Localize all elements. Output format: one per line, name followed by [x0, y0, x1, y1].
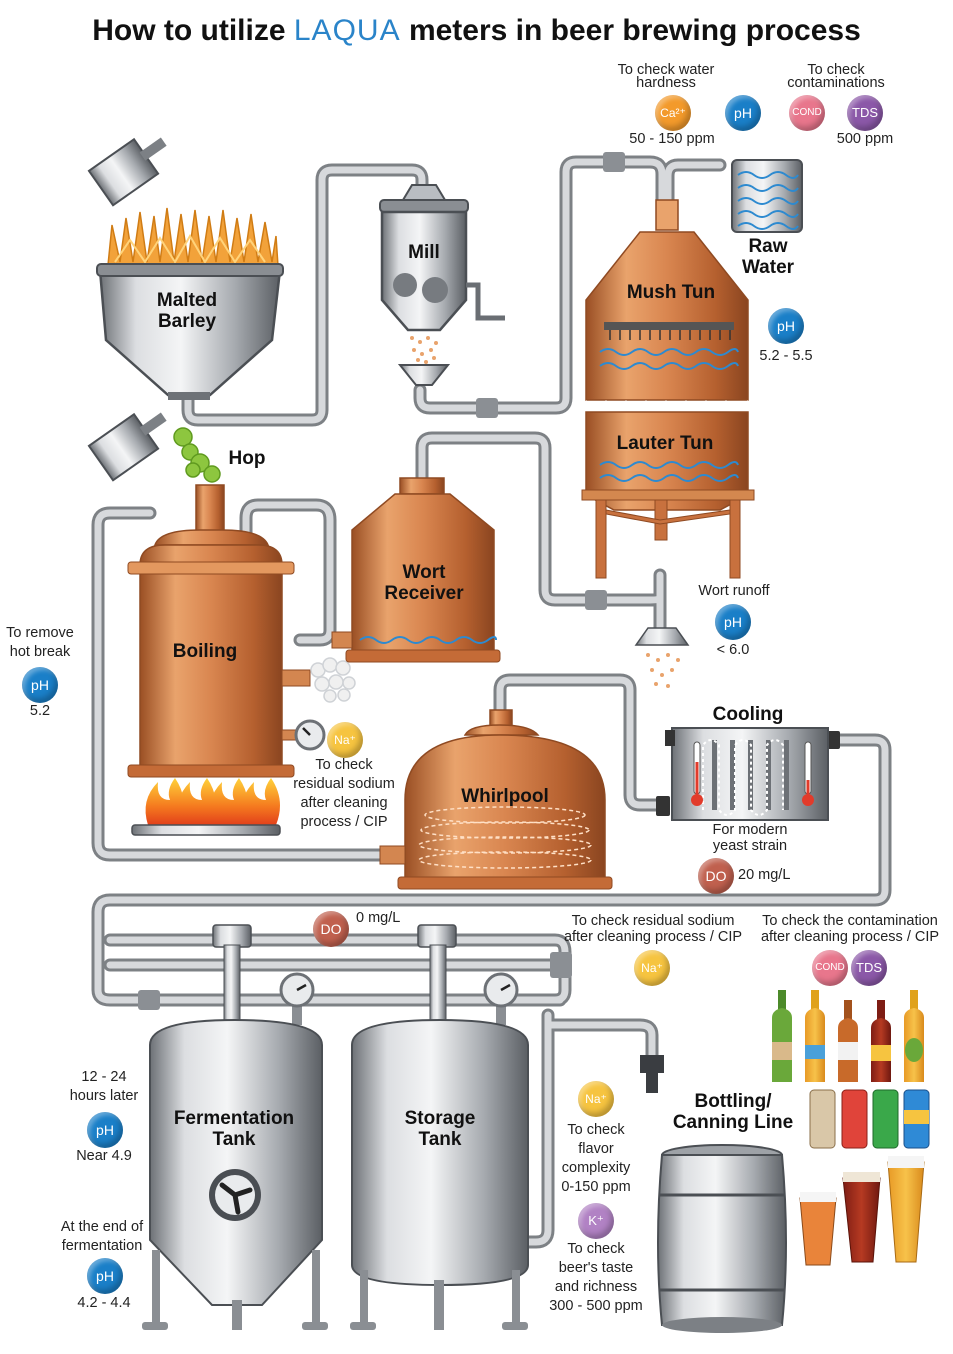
calcium-ion-icon: Ca²⁺	[655, 95, 691, 131]
mush-lauter-tun	[581, 199, 755, 688]
raw-water-tank	[731, 159, 803, 233]
hop-label: Hop	[228, 448, 266, 469]
conductivity-meter-icon: COND	[789, 95, 825, 131]
steam-bubbles-icon	[310, 657, 356, 703]
modern-yeast-note: For modern yeast strain	[712, 822, 788, 854]
sodium-ion-icon: Na⁺	[578, 1081, 614, 1117]
storage-tank-label: Storage Tank	[404, 1108, 476, 1150]
raw-water-label: Raw Water	[741, 236, 795, 278]
water-hardness-note: To check water hardness	[617, 62, 715, 91]
flour-icon	[410, 336, 438, 364]
malted-barley-label: Malted Barley	[156, 290, 218, 332]
flavor-complexity-note: To check flavor complexity 0-150 ppm	[561, 1122, 631, 1195]
do-cooling-value: 20 mg/L	[738, 867, 791, 883]
bottling-canning-line-label: Bottling/ Canning Line	[672, 1091, 794, 1133]
beer-bottles-icon	[772, 990, 924, 1082]
barley-scoop-icon	[87, 137, 167, 207]
dissolved-oxygen-icon: DO	[698, 858, 734, 894]
residual-sodium-boiling-note: To check residual sodium after cleaning …	[293, 757, 395, 830]
fermentation-12-24-note: 12 - 24 hours later	[69, 1069, 139, 1104]
ph-meter-icon: pH	[768, 308, 804, 344]
barley-grain-icon	[107, 207, 279, 267]
title-brand: LAQUA	[293, 14, 401, 47]
tds-meter-icon: TDS	[851, 950, 887, 986]
title-suffix: meters in beer brewing process	[408, 14, 861, 47]
bottling-line	[640, 990, 930, 1333]
boiling-kettle	[127, 484, 356, 836]
taste-richness-note: To check beer's taste and richness 300 -…	[549, 1241, 643, 1314]
mush-tun-label: Mush Tun	[626, 282, 716, 303]
flame-icon	[145, 778, 280, 825]
page-title: How to utilize LAQUA meters in beer brew…	[0, 14, 953, 48]
contaminations-note: To check contaminations	[787, 62, 885, 91]
wort-receiver-label: Wort Receiver	[384, 562, 464, 604]
dissolved-oxygen-icon: DO	[313, 911, 349, 947]
lauter-tun-label: Lauter Tun	[616, 433, 714, 454]
sodium-ion-icon: Na⁺	[327, 722, 363, 758]
malted-barley-hopper	[87, 137, 284, 400]
fermentation-end-range: 4.2 - 4.4	[77, 1295, 131, 1311]
boiling-label: Boiling	[172, 641, 238, 662]
fermentation-near-value: Near 4.9	[76, 1148, 132, 1164]
whirlpool-spiral-icon	[418, 806, 592, 869]
pipe-network	[91, 152, 892, 1249]
ph-meter-icon: pH	[87, 1112, 123, 1148]
gear-icon	[393, 273, 448, 303]
agitator-icon	[209, 1169, 261, 1221]
tds-meter-icon: TDS	[847, 95, 883, 131]
hot-break-value: 5.2	[29, 703, 51, 719]
thermometer-hot-icon	[691, 741, 703, 806]
ph-meter-icon: pH	[725, 95, 761, 131]
ph-meter-icon: pH	[22, 667, 58, 703]
title-prefix: How to utilize	[92, 14, 286, 47]
cooling-unit	[665, 727, 829, 821]
beer-glasses-icon	[799, 1156, 925, 1266]
hot-break-note: To remove hot break	[6, 625, 74, 660]
water-wave-icon	[737, 171, 799, 230]
mill-crank-icon	[466, 282, 505, 321]
fermentation-tank	[142, 924, 328, 1330]
sparge-icon	[634, 627, 690, 688]
wort-receiver-tank	[331, 477, 501, 663]
fermentation-end-note: At the end of fermentation	[60, 1219, 144, 1254]
wort-runoff-range: < 6.0	[716, 642, 750, 658]
hop-scoop	[87, 412, 221, 483]
thermometer-cold-icon	[802, 741, 814, 806]
do-pipe-value: 0 mg/L	[356, 910, 401, 926]
water-hardness-range: 50 - 150 ppm	[629, 131, 715, 147]
ph-meter-icon: pH	[87, 1258, 123, 1294]
hop-cone-icon	[173, 427, 221, 483]
keg-icon	[657, 1144, 787, 1333]
mill-label: Mill	[408, 242, 440, 263]
sodium-ion-icon: Na⁺	[634, 950, 670, 986]
residual-sodium-pipe-note: To check residual sodium after cleaning …	[563, 913, 743, 945]
mush-ph-range: 5.2 - 5.5	[759, 348, 813, 364]
contaminations-range: 500 ppm	[836, 131, 894, 147]
potassium-ion-icon: K⁺	[578, 1203, 614, 1239]
ph-meter-icon: pH	[715, 604, 751, 640]
whirlpool-label: Whirlpool	[461, 786, 549, 807]
whirlpool-tank	[379, 709, 613, 890]
conductivity-meter-icon: COND	[812, 950, 848, 986]
contamination-cip-note: To check the contamination after cleanin…	[760, 913, 940, 945]
nozzle-icon	[640, 1055, 664, 1093]
pressure-gauge-icon	[279, 972, 315, 1025]
beer-cans-icon	[809, 1089, 930, 1149]
storage-tank	[350, 924, 529, 1330]
pressure-gauge-icon	[294, 719, 326, 751]
cooling-label: Cooling	[712, 704, 784, 725]
pressure-gauge-icon	[483, 972, 519, 1025]
fermentation-tank-label: Fermentation Tank	[173, 1108, 295, 1150]
wort-runoff-note: Wort runoff	[698, 583, 770, 599]
mill	[379, 184, 505, 386]
